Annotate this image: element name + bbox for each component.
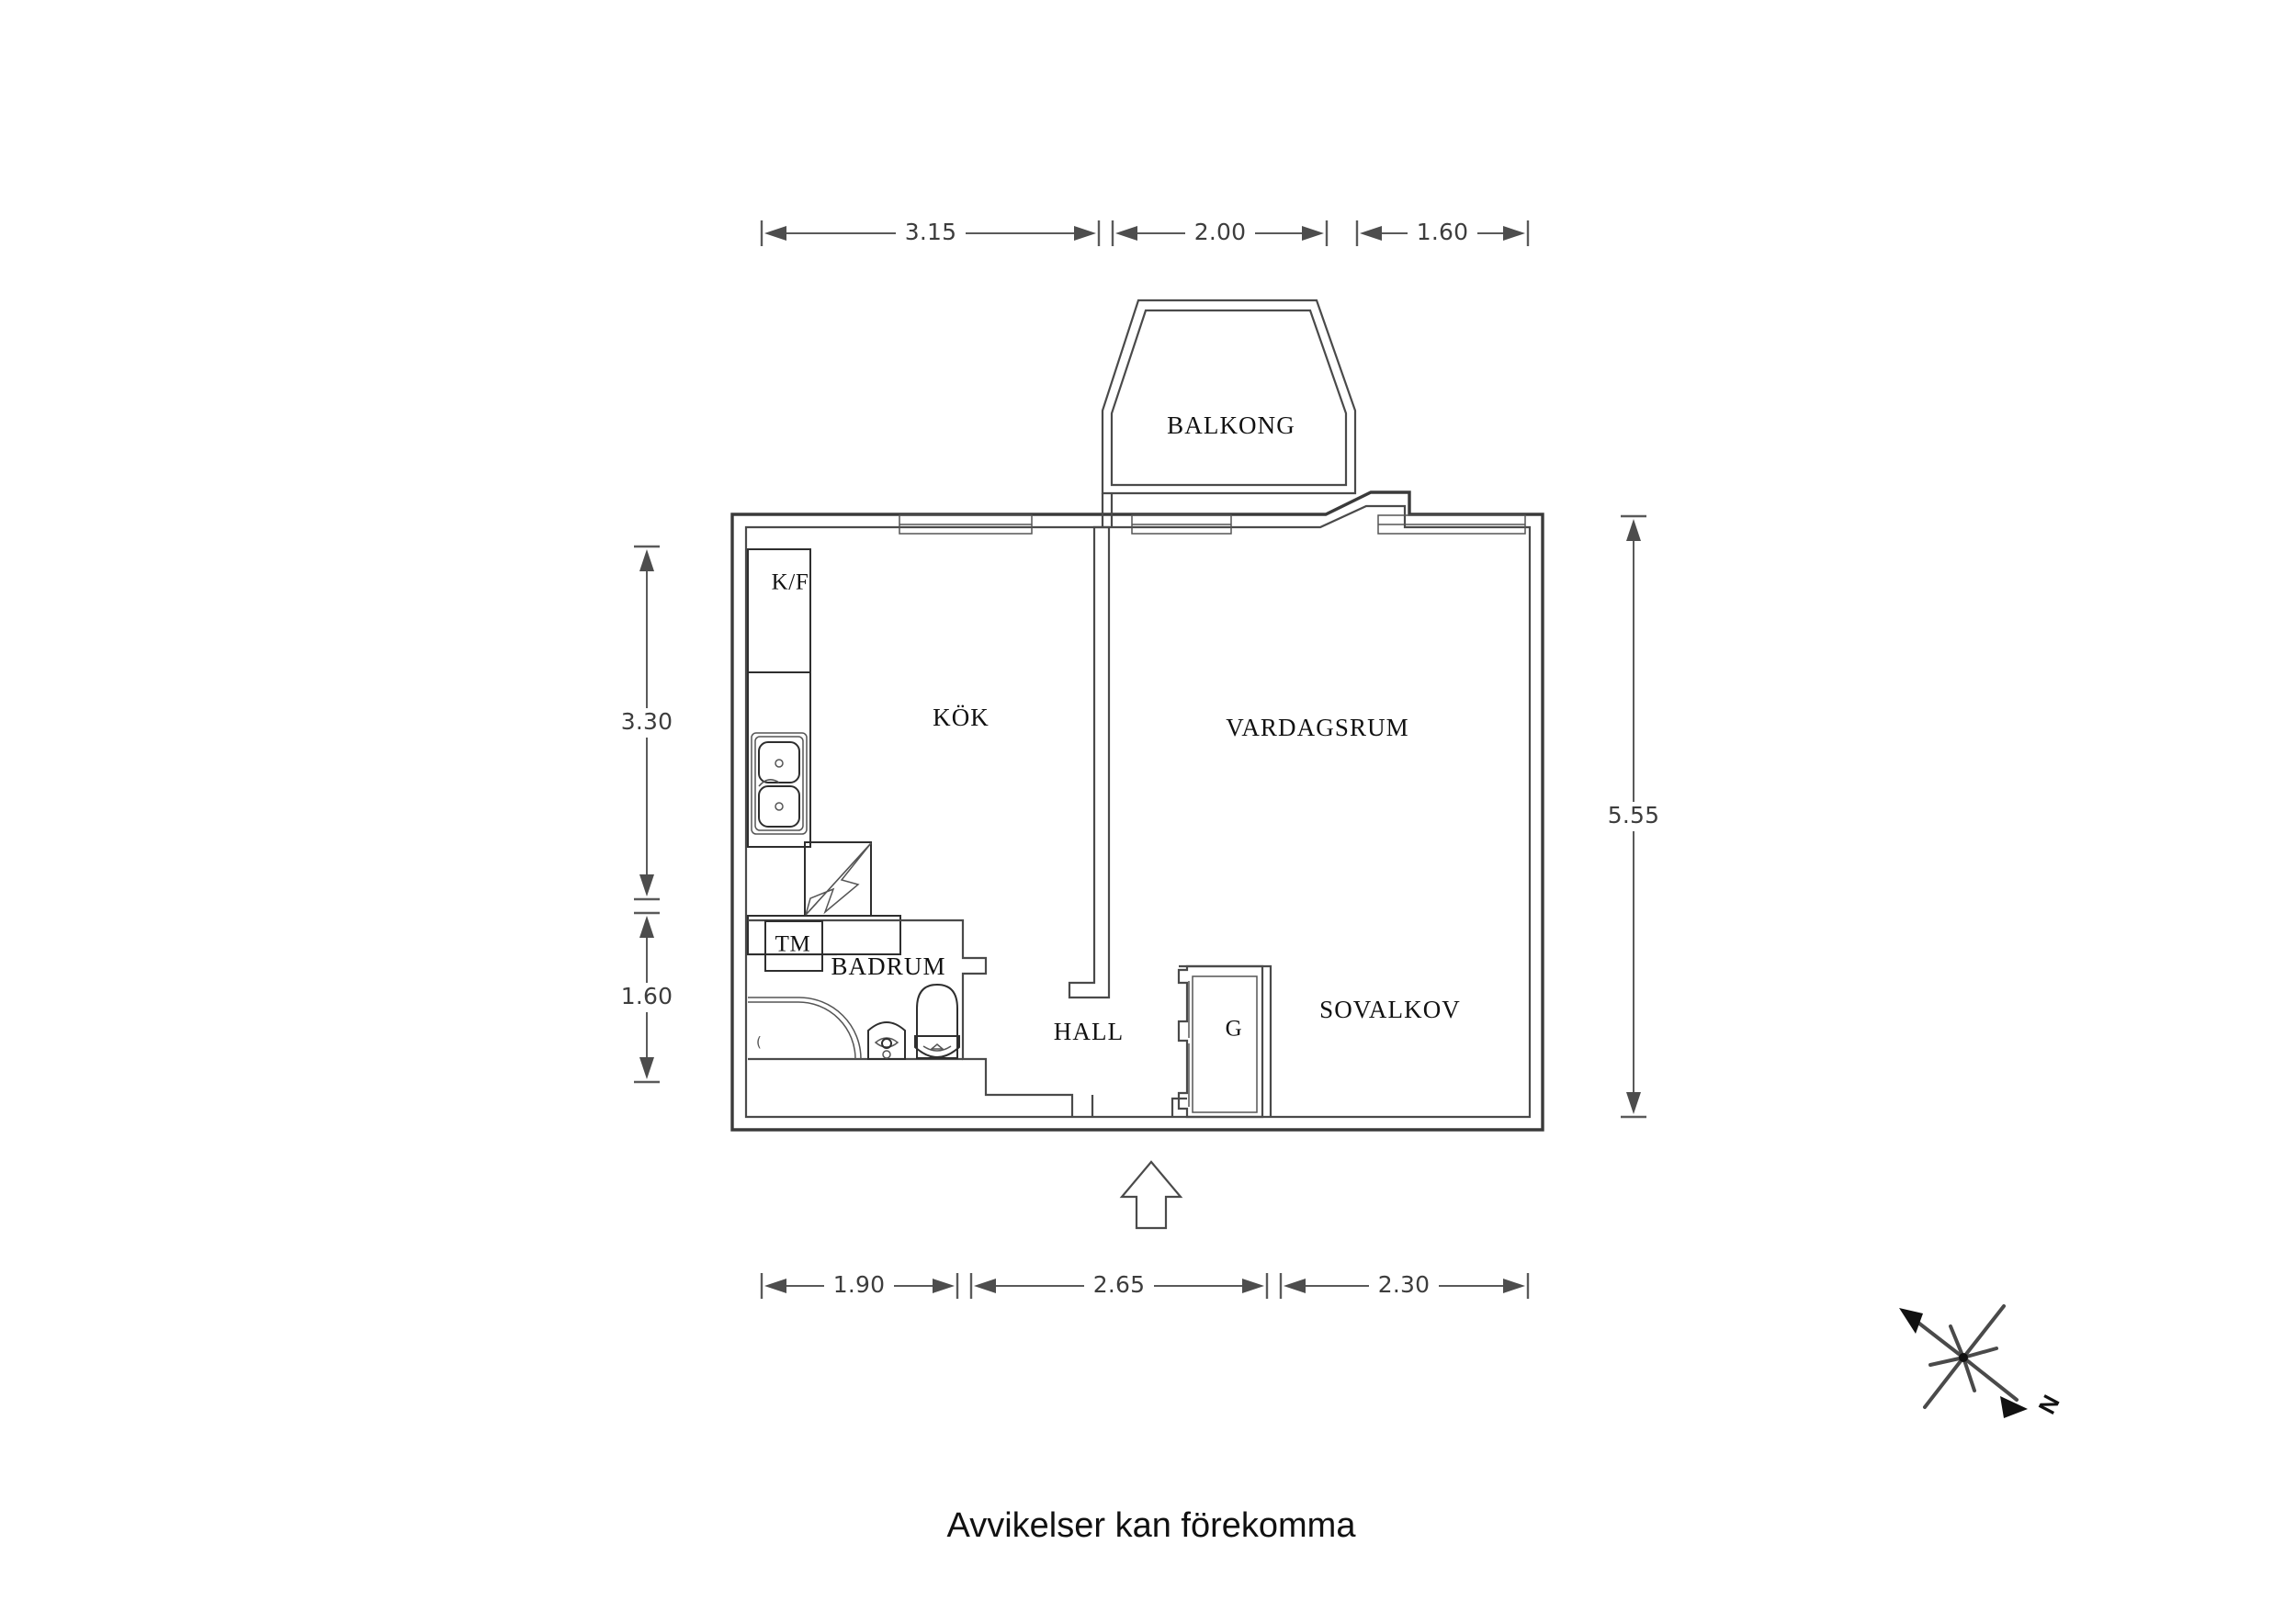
dimension-group-left: 3.30 1.60: [612, 545, 682, 1084]
room-label-kf: K/F: [772, 570, 809, 595]
window-kitchen: [899, 514, 1033, 535]
room-label-balkong: BALKONG: [1167, 411, 1295, 439]
dimension-right-5-55: 5.55: [1599, 514, 1668, 1119]
kitchen-sink-icon: [751, 732, 808, 835]
dimension-top-2-00: 2.00: [1111, 219, 1329, 248]
compass-rose: [1899, 1304, 2028, 1418]
room-label-sovalkov: SOVALKOV: [1319, 996, 1461, 1023]
dimension-left-3-30: 3.30: [612, 545, 682, 901]
dimension-label-top-1: 3.15: [905, 219, 956, 245]
window-living-room-east: [1377, 514, 1526, 535]
toilet-icon: [914, 983, 960, 1059]
dimension-top-3-15: 3.15: [760, 219, 1101, 248]
dimension-top-1-60: 1.60: [1355, 219, 1530, 248]
kitchen-counter-run: [747, 548, 901, 956]
dimension-label-top-3: 1.60: [1417, 219, 1468, 245]
stove-icon: [805, 842, 872, 916]
partition-kitchen-living: [1068, 525, 1111, 999]
room-label-g: G: [1226, 1017, 1243, 1042]
dimension-label-left-2: 1.60: [621, 983, 673, 1009]
dimension-bottom-2-30: 2.30: [1279, 1271, 1530, 1301]
room-label-vardagsrum: VARDAGSRUM: [1226, 714, 1409, 741]
wash-basin-icon: [867, 1021, 906, 1060]
room-label-kok: KÖK: [933, 704, 990, 731]
dimension-label-bottom-3: 2.30: [1378, 1271, 1430, 1298]
entrance-arrow: [1119, 1160, 1183, 1230]
exterior-walls: [730, 490, 1544, 1132]
dimension-label-left-1: 3.30: [621, 708, 673, 735]
dimension-label-right-1: 5.55: [1608, 802, 1659, 828]
dimension-label-bottom-2: 2.65: [1093, 1271, 1145, 1298]
dimension-bottom-2-65: 2.65: [969, 1271, 1269, 1301]
dimension-label-bottom-1: 1.90: [833, 1271, 885, 1298]
wardrobe-g: [1177, 964, 1264, 1119]
room-label-badrum: BADRUM: [831, 952, 945, 980]
entrance-wall-jog: [1091, 1095, 1187, 1117]
dimension-left-1-60: 1.60: [612, 911, 682, 1084]
shower-drain-mark: (: [756, 1034, 762, 1051]
balcony-outline: [1101, 299, 1357, 495]
dimension-group-right: 5.55: [1599, 514, 1668, 1119]
dimension-group-bottom: 1.90 2.65 2.30: [760, 1271, 1530, 1301]
dimension-group-top: 3.15 2.00 1.60: [760, 219, 1530, 248]
disclaimer-caption: Avvikelser kan förekomma: [947, 1506, 1357, 1545]
room-label-tm: TM: [775, 932, 811, 957]
room-label-hall: HALL: [1054, 1018, 1124, 1045]
wardrobe-enclosure-wall: [1179, 964, 1272, 1117]
dimension-bottom-1-90: 1.90: [760, 1271, 959, 1301]
balcony-door: [1101, 493, 1114, 527]
shower-icon: (: [748, 997, 862, 1060]
compass-north-label: N: [2032, 1391, 2064, 1419]
window-living-room-north: [1131, 514, 1232, 535]
room-labels: BALKONG KÖK K/F VARDAGSRUM BADRUM TM HAL…: [772, 411, 1461, 1045]
dimension-label-top-2: 2.00: [1194, 219, 1246, 245]
washing-machine-icon: [764, 920, 823, 972]
